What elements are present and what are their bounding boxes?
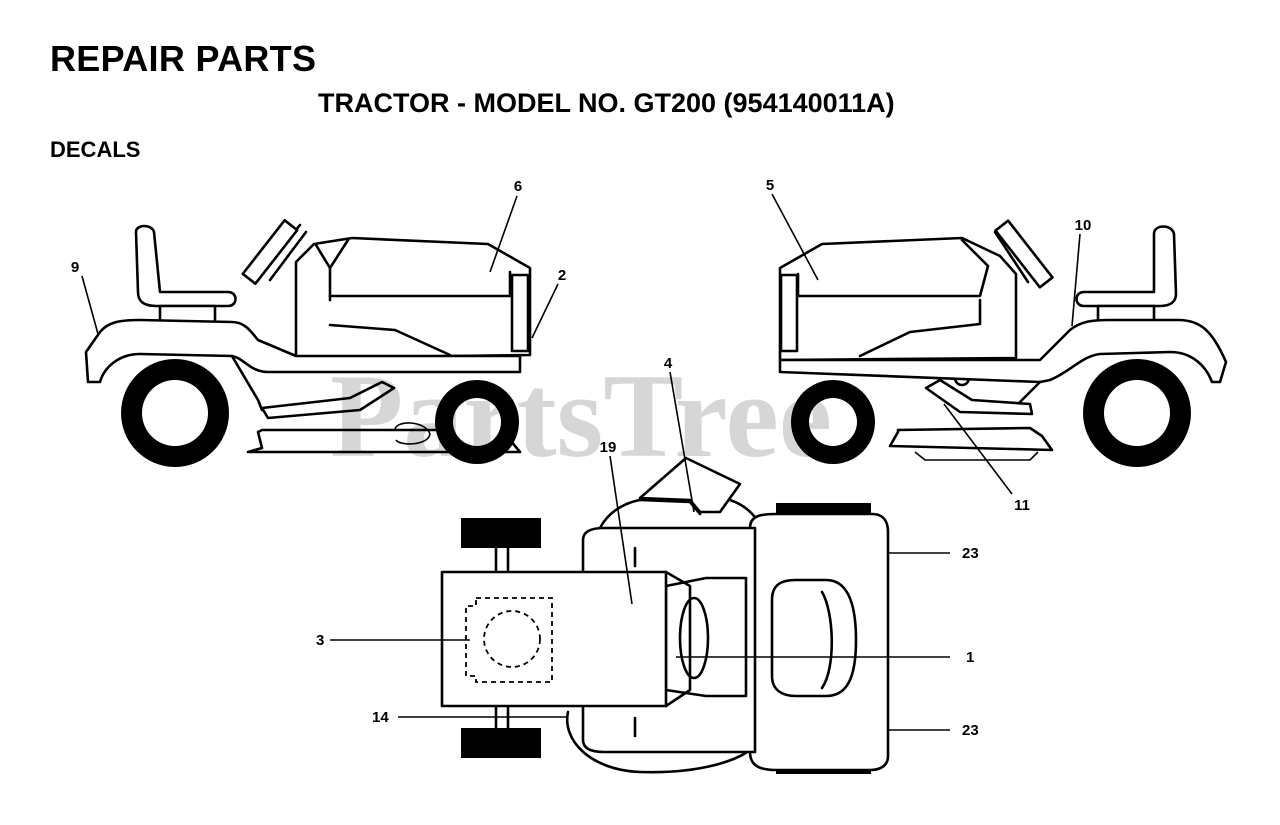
callout-1: 1 xyxy=(966,649,974,666)
callout-6: 6 xyxy=(514,178,522,195)
top-view-tractor xyxy=(440,456,890,774)
callout-14: 14 xyxy=(372,709,389,726)
watermark: PartsTree xyxy=(330,349,832,482)
callout-11: 11 xyxy=(1014,497,1030,514)
page-title: REPAIR PARTS xyxy=(50,38,317,79)
right-side-tractor xyxy=(778,219,1228,467)
callout-3: 3 xyxy=(316,632,324,649)
callout-10: 10 xyxy=(1075,217,1092,234)
callout-numbers: 6 9 2 5 10 4 19 11 23 3 1 14 23 xyxy=(71,177,1092,739)
callout-19: 19 xyxy=(600,439,617,456)
callout-23-bottom: 23 xyxy=(962,722,979,739)
leader-lines xyxy=(81,193,1081,731)
callout-4: 4 xyxy=(664,355,673,372)
callout-23-top: 23 xyxy=(962,545,979,562)
model-subtitle: TRACTOR - MODEL NO. GT200 (954140011A) xyxy=(318,88,895,118)
callout-5: 5 xyxy=(766,177,774,194)
section-label: DECALS xyxy=(50,137,141,162)
callout-2: 2 xyxy=(558,267,566,284)
left-side-tractor xyxy=(84,218,532,467)
callout-9: 9 xyxy=(71,259,79,276)
